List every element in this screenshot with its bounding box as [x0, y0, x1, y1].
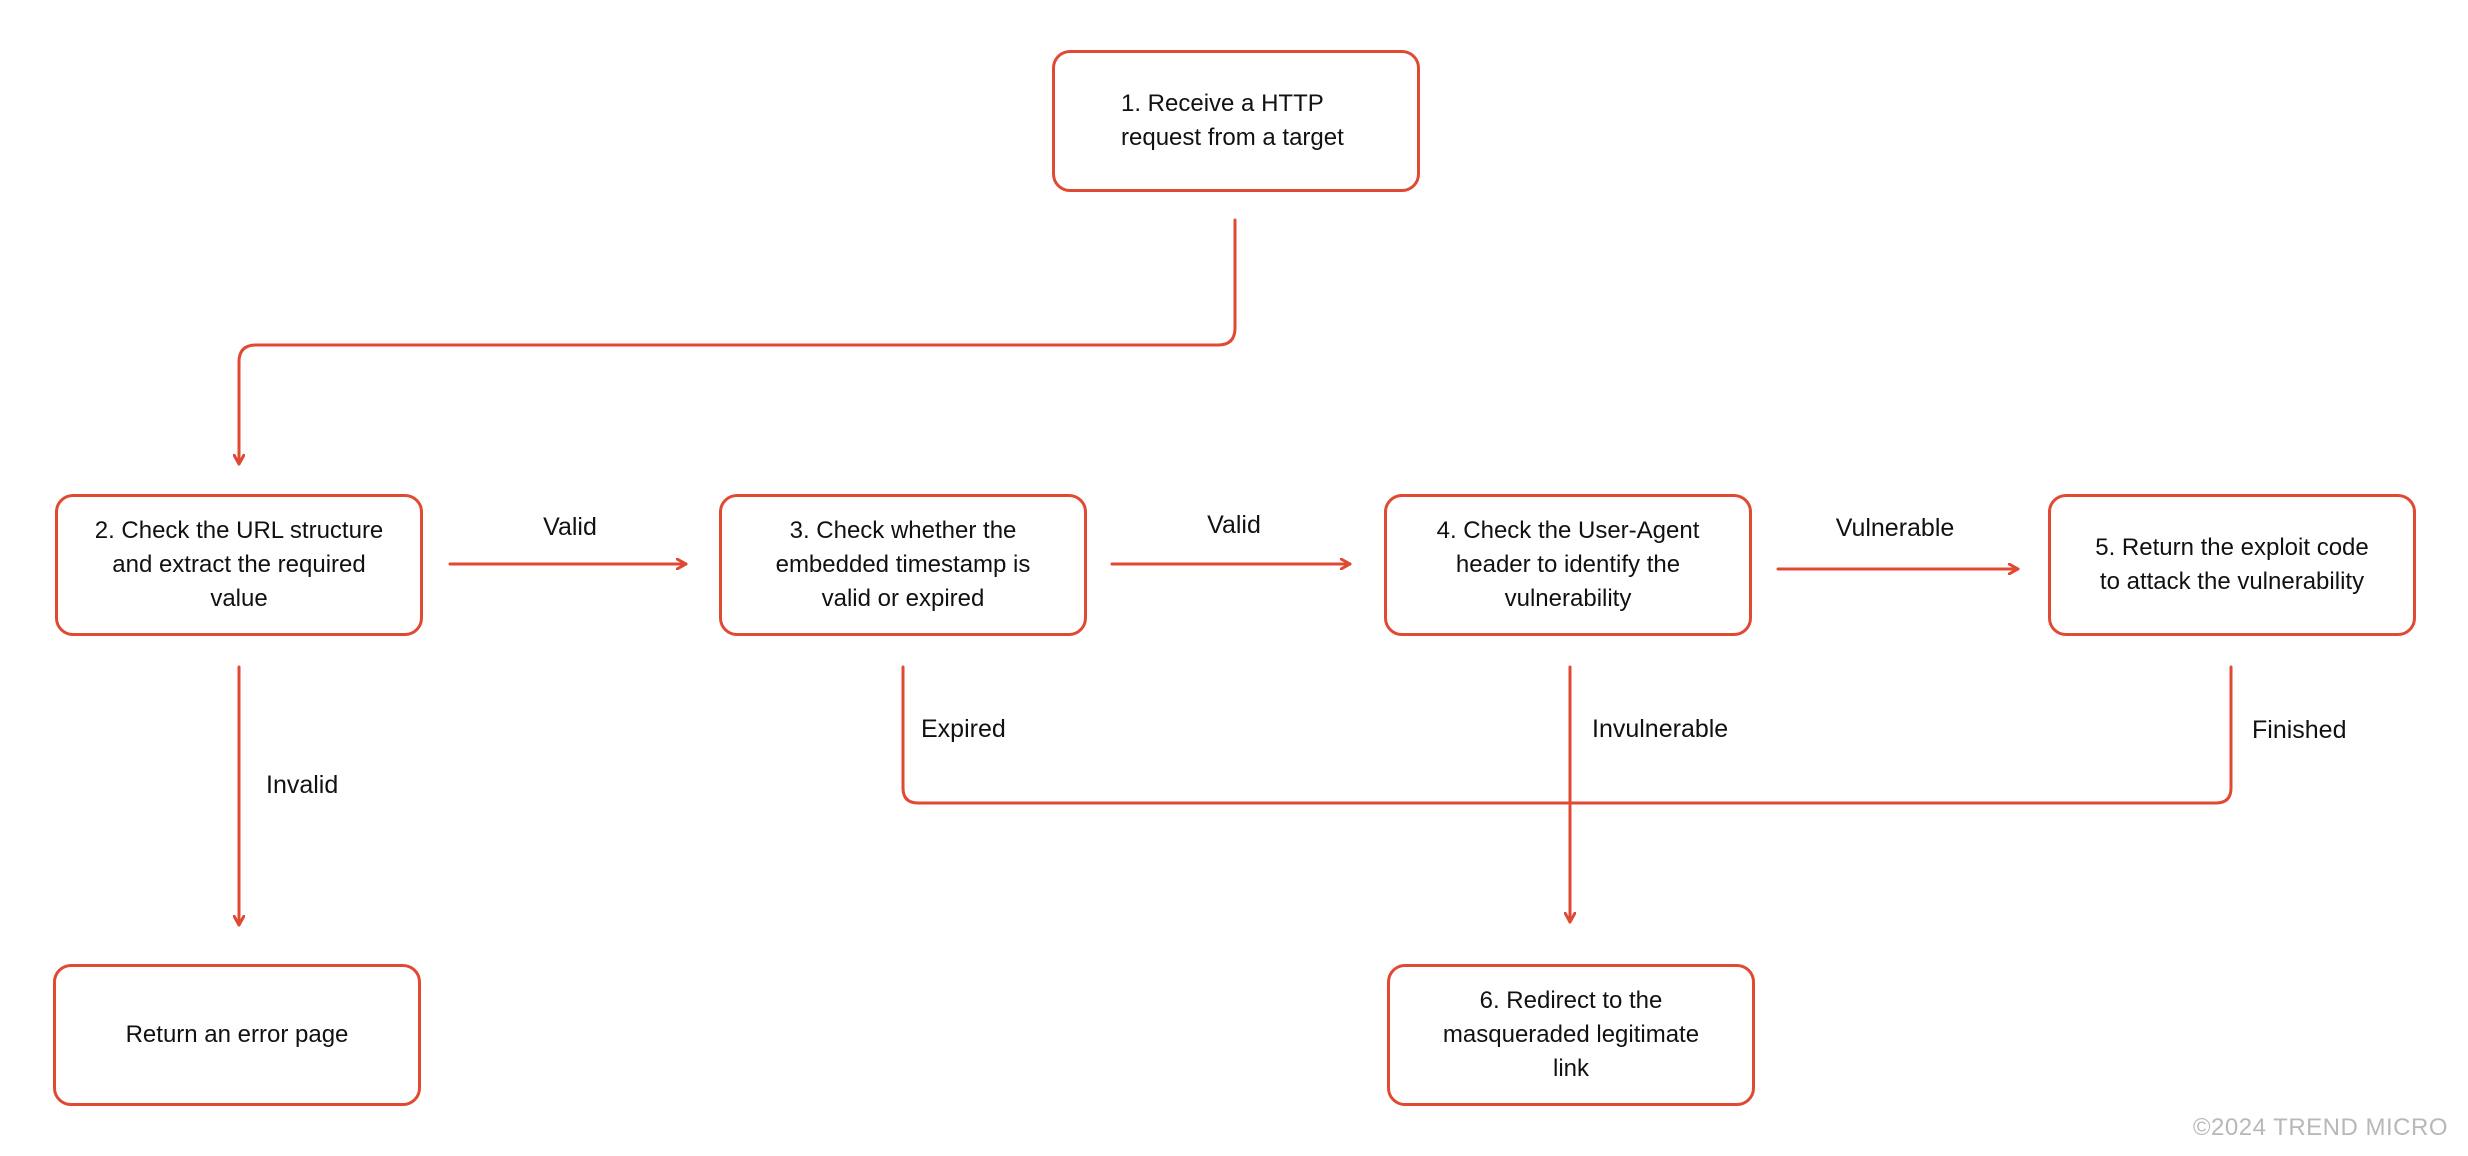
node-return-exploit: 5. Return the exploit code to attack the… [2048, 494, 2416, 636]
edge-label-invalid: Invalid [266, 771, 339, 799]
node-return-exploit-label: 5. Return the exploit code to attack the… [2095, 534, 2369, 595]
edge-label-invulnerable: Invulnerable [1592, 715, 1729, 743]
node-check-timestamp-label: 3. Check whether the embedded timestamp … [775, 517, 1031, 612]
edge-label-expired: Expired [921, 715, 1006, 743]
edge-label-finished: Finished [2252, 716, 2347, 744]
node-redirect-label: 6. Redirect to the masqueraded legitimat… [1442, 987, 1700, 1082]
edge-expired-finished-merge [901, 665, 2233, 805]
node-receive-request-label: 1. Receive a HTTP request from a target [1121, 90, 1344, 151]
node-check-timestamp: 3. Check whether the embedded timestamp … [719, 494, 1087, 636]
node-check-user-agent: 4. Check the User-Agent header to identi… [1384, 494, 1752, 636]
node-error-page: Return an error page [53, 964, 421, 1106]
edge-label-valid-2: Valid [1207, 511, 1261, 539]
node-receive-request: 1. Receive a HTTP request from a target [1052, 50, 1420, 192]
edge-label-vulnerable: Vulnerable [1835, 514, 1955, 542]
node-check-user-agent-label: 4. Check the User-Agent header to identi… [1436, 517, 1700, 612]
node-redirect: 6. Redirect to the masqueraded legitimat… [1387, 964, 1755, 1106]
node-error-page-label: Return an error page [125, 1021, 349, 1048]
edge-label-valid-1: Valid [543, 513, 597, 541]
copyright-watermark: ©2024 TREND MICRO [2192, 1114, 2448, 1141]
node-check-url-label: 2. Check the URL structure and extract t… [94, 517, 384, 612]
edge-receive-to-check-url [239, 218, 1237, 466]
node-check-url: 2. Check the URL structure and extract t… [55, 494, 423, 636]
